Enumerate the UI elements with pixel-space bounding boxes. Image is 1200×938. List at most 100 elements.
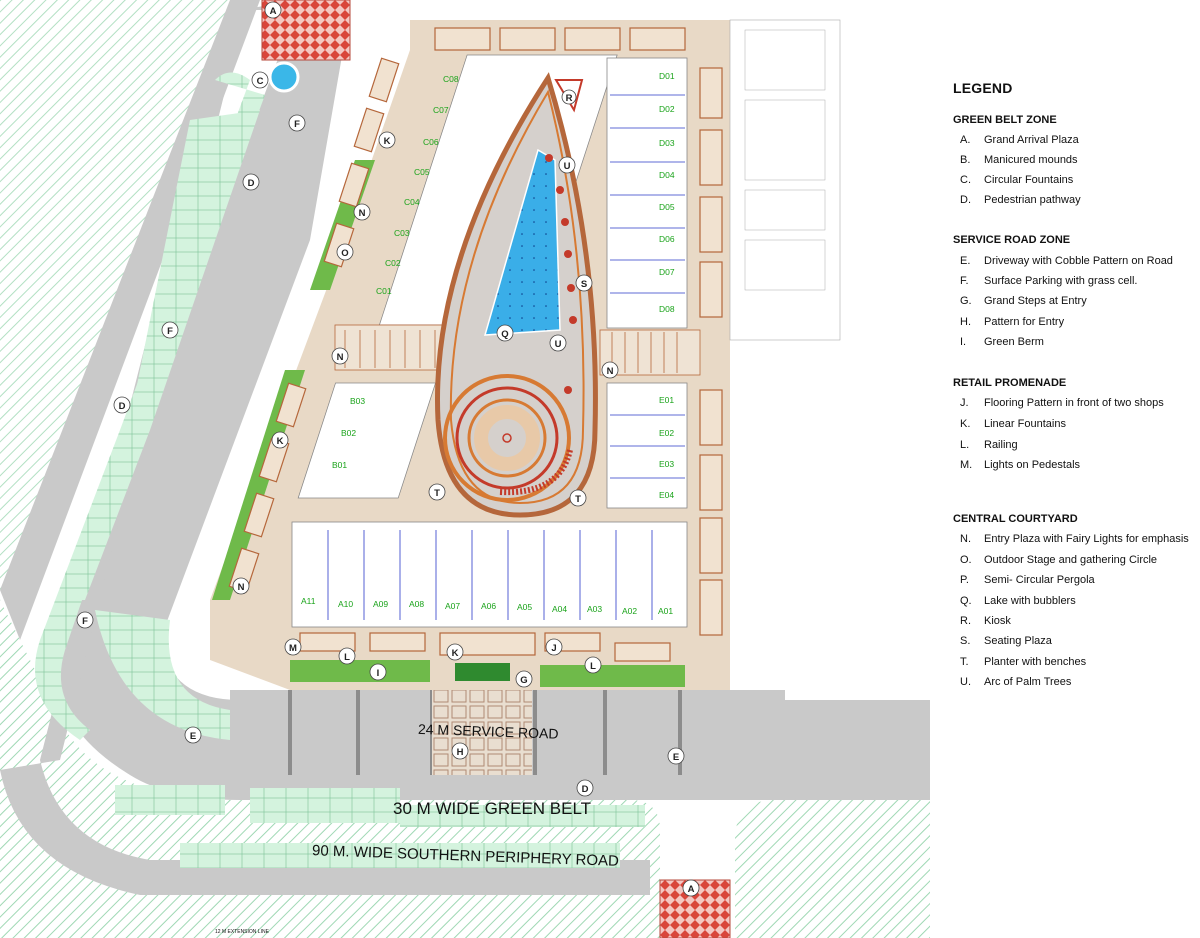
marker-k-bottom: K [446,643,464,661]
unit-label-a01: A01 [658,606,673,616]
marker-o: O [336,243,354,261]
svg-text:D: D [119,401,126,412]
svg-text:G: G [520,675,527,686]
legend-item: O.Outdoor Stage and gathering Circle [960,554,1158,566]
svg-text:L: L [344,652,350,663]
legend-item: U.Arc of Palm Trees [960,676,1072,688]
marker-t-left: T [428,483,446,501]
svg-text:C: C [257,76,264,87]
extension-line-label: 12 M EXTENSION LINE [215,929,270,935]
svg-text:N: N [359,208,366,219]
unit-label-c08: C08 [443,74,459,84]
svg-text:D: D [582,784,589,795]
b-block [297,382,437,499]
green-belt-parking [250,788,400,823]
marker-f-low: F [76,611,94,629]
svg-text:N: N [337,352,344,363]
service-road-label: 24 M SERVICE ROAD [418,721,559,742]
unit-label-b01: B01 [332,460,347,470]
unit-label-b03: B03 [350,396,365,406]
legend-item: F.Surface Parking with grass cell. [960,275,1138,287]
marker-r: R [561,89,577,105]
marker-d-left: D [113,396,131,414]
svg-text:M: M [289,643,297,654]
legend-heading-green-belt: GREEN BELT ZONE [953,114,1057,126]
legend-title: LEGEND [953,80,1013,96]
legend-item: D.Pedestrian pathway [960,194,1081,206]
legend-item: K.Linear Fountains [960,418,1066,430]
unit-label-c05: C05 [414,167,430,177]
legend-item: A.Grand Arrival Plaza [960,134,1079,146]
marker-q: Q [496,324,514,342]
legend-item: N.Entry Plaza with Fairy Lights for emph… [960,533,1189,545]
marker-l-right: L [584,656,602,674]
unit-label-a10: A10 [338,599,353,609]
circular-fountain [268,61,300,93]
marker-g: G [515,670,533,688]
unit-label-d01: D01 [659,71,675,81]
unit-label-d03: D03 [659,138,675,148]
svg-text:Q: Q [501,329,508,340]
legend-item: Q.Lake with bubblers [960,595,1076,607]
green-belt-label: 30 M WIDE GREEN BELT [393,799,591,818]
svg-text:S: S [581,279,587,290]
marker-n-3: N [601,361,619,379]
svg-text:N: N [238,582,245,593]
a-block [291,521,688,628]
marker-f-top: F [288,114,306,132]
unit-label-a05: A05 [517,602,532,612]
unit-label-d02: D02 [659,104,675,114]
svg-text:U: U [555,339,562,350]
marker-u-top: U [558,156,576,174]
unit-label-d07: D07 [659,267,675,277]
unit-label-a04: A04 [552,604,567,614]
perimeter-road [56,0,930,800]
legend-heading-retail-promenade: RETAIL PROMENADE [953,377,1067,389]
svg-text:R: R [566,93,573,104]
marker-m: M [284,638,302,656]
legend-item: J.Flooring Pattern in front of two shops [960,397,1164,409]
unit-label-c03: C03 [394,228,410,238]
marker-s: S [575,274,593,292]
legend-item: L.Railing [960,439,1018,451]
svg-text:F: F [82,616,88,627]
unit-label-a03: A03 [587,604,602,614]
marker-e-left: E [184,726,202,744]
legend-heading-central-courtyard: CENTRAL COURTYARD [953,513,1078,525]
unit-label-e02: E02 [659,428,674,438]
unit-label-d05: D05 [659,202,675,212]
unit-label-d08: D08 [659,304,675,314]
unit-labels: A11 A10 A09 A08 A07 A06 A05 A04 A03 A02 … [301,71,675,616]
top-planter-strip [434,27,686,51]
legend-item: H.Pattern for Entry [960,316,1065,328]
svg-text:U: U [564,161,571,172]
svg-text:T: T [575,494,581,505]
legend-item: M.Lights on Pedestals [960,459,1081,471]
svg-text:O: O [341,248,348,259]
svg-text:I: I [377,668,380,679]
unit-label-a11: A11 [301,596,316,606]
entry-pattern [432,680,532,775]
legend-item: E.Driveway with Cobble Pattern on Road [960,255,1173,267]
svg-text:E: E [673,752,679,763]
d-block [606,57,688,329]
stage-circle [443,374,573,502]
e-block [606,382,688,509]
unit-label-a07: A07 [445,601,460,611]
unit-label-a08: A08 [409,599,424,609]
unit-label-e03: E03 [659,459,674,469]
marker-a-bottom: A [682,879,700,897]
svg-text:D: D [248,178,255,189]
marker-d-upper: D [242,173,260,191]
marker-t-right: T [569,489,587,507]
unit-label-d04: D04 [659,170,675,180]
legend-item: T.Planter with benches [960,656,1087,668]
unit-label-a06: A06 [481,601,496,611]
svg-text:K: K [384,136,391,147]
plan-markers: A A C D D D E E F F F G H I J K K K L L … [76,1,700,897]
marker-j: J [545,638,563,656]
svg-text:L: L [590,661,596,672]
svg-text:K: K [277,436,284,447]
legend-item: C.Circular Fountains [960,174,1074,186]
unit-label-a02: A02 [622,606,637,616]
